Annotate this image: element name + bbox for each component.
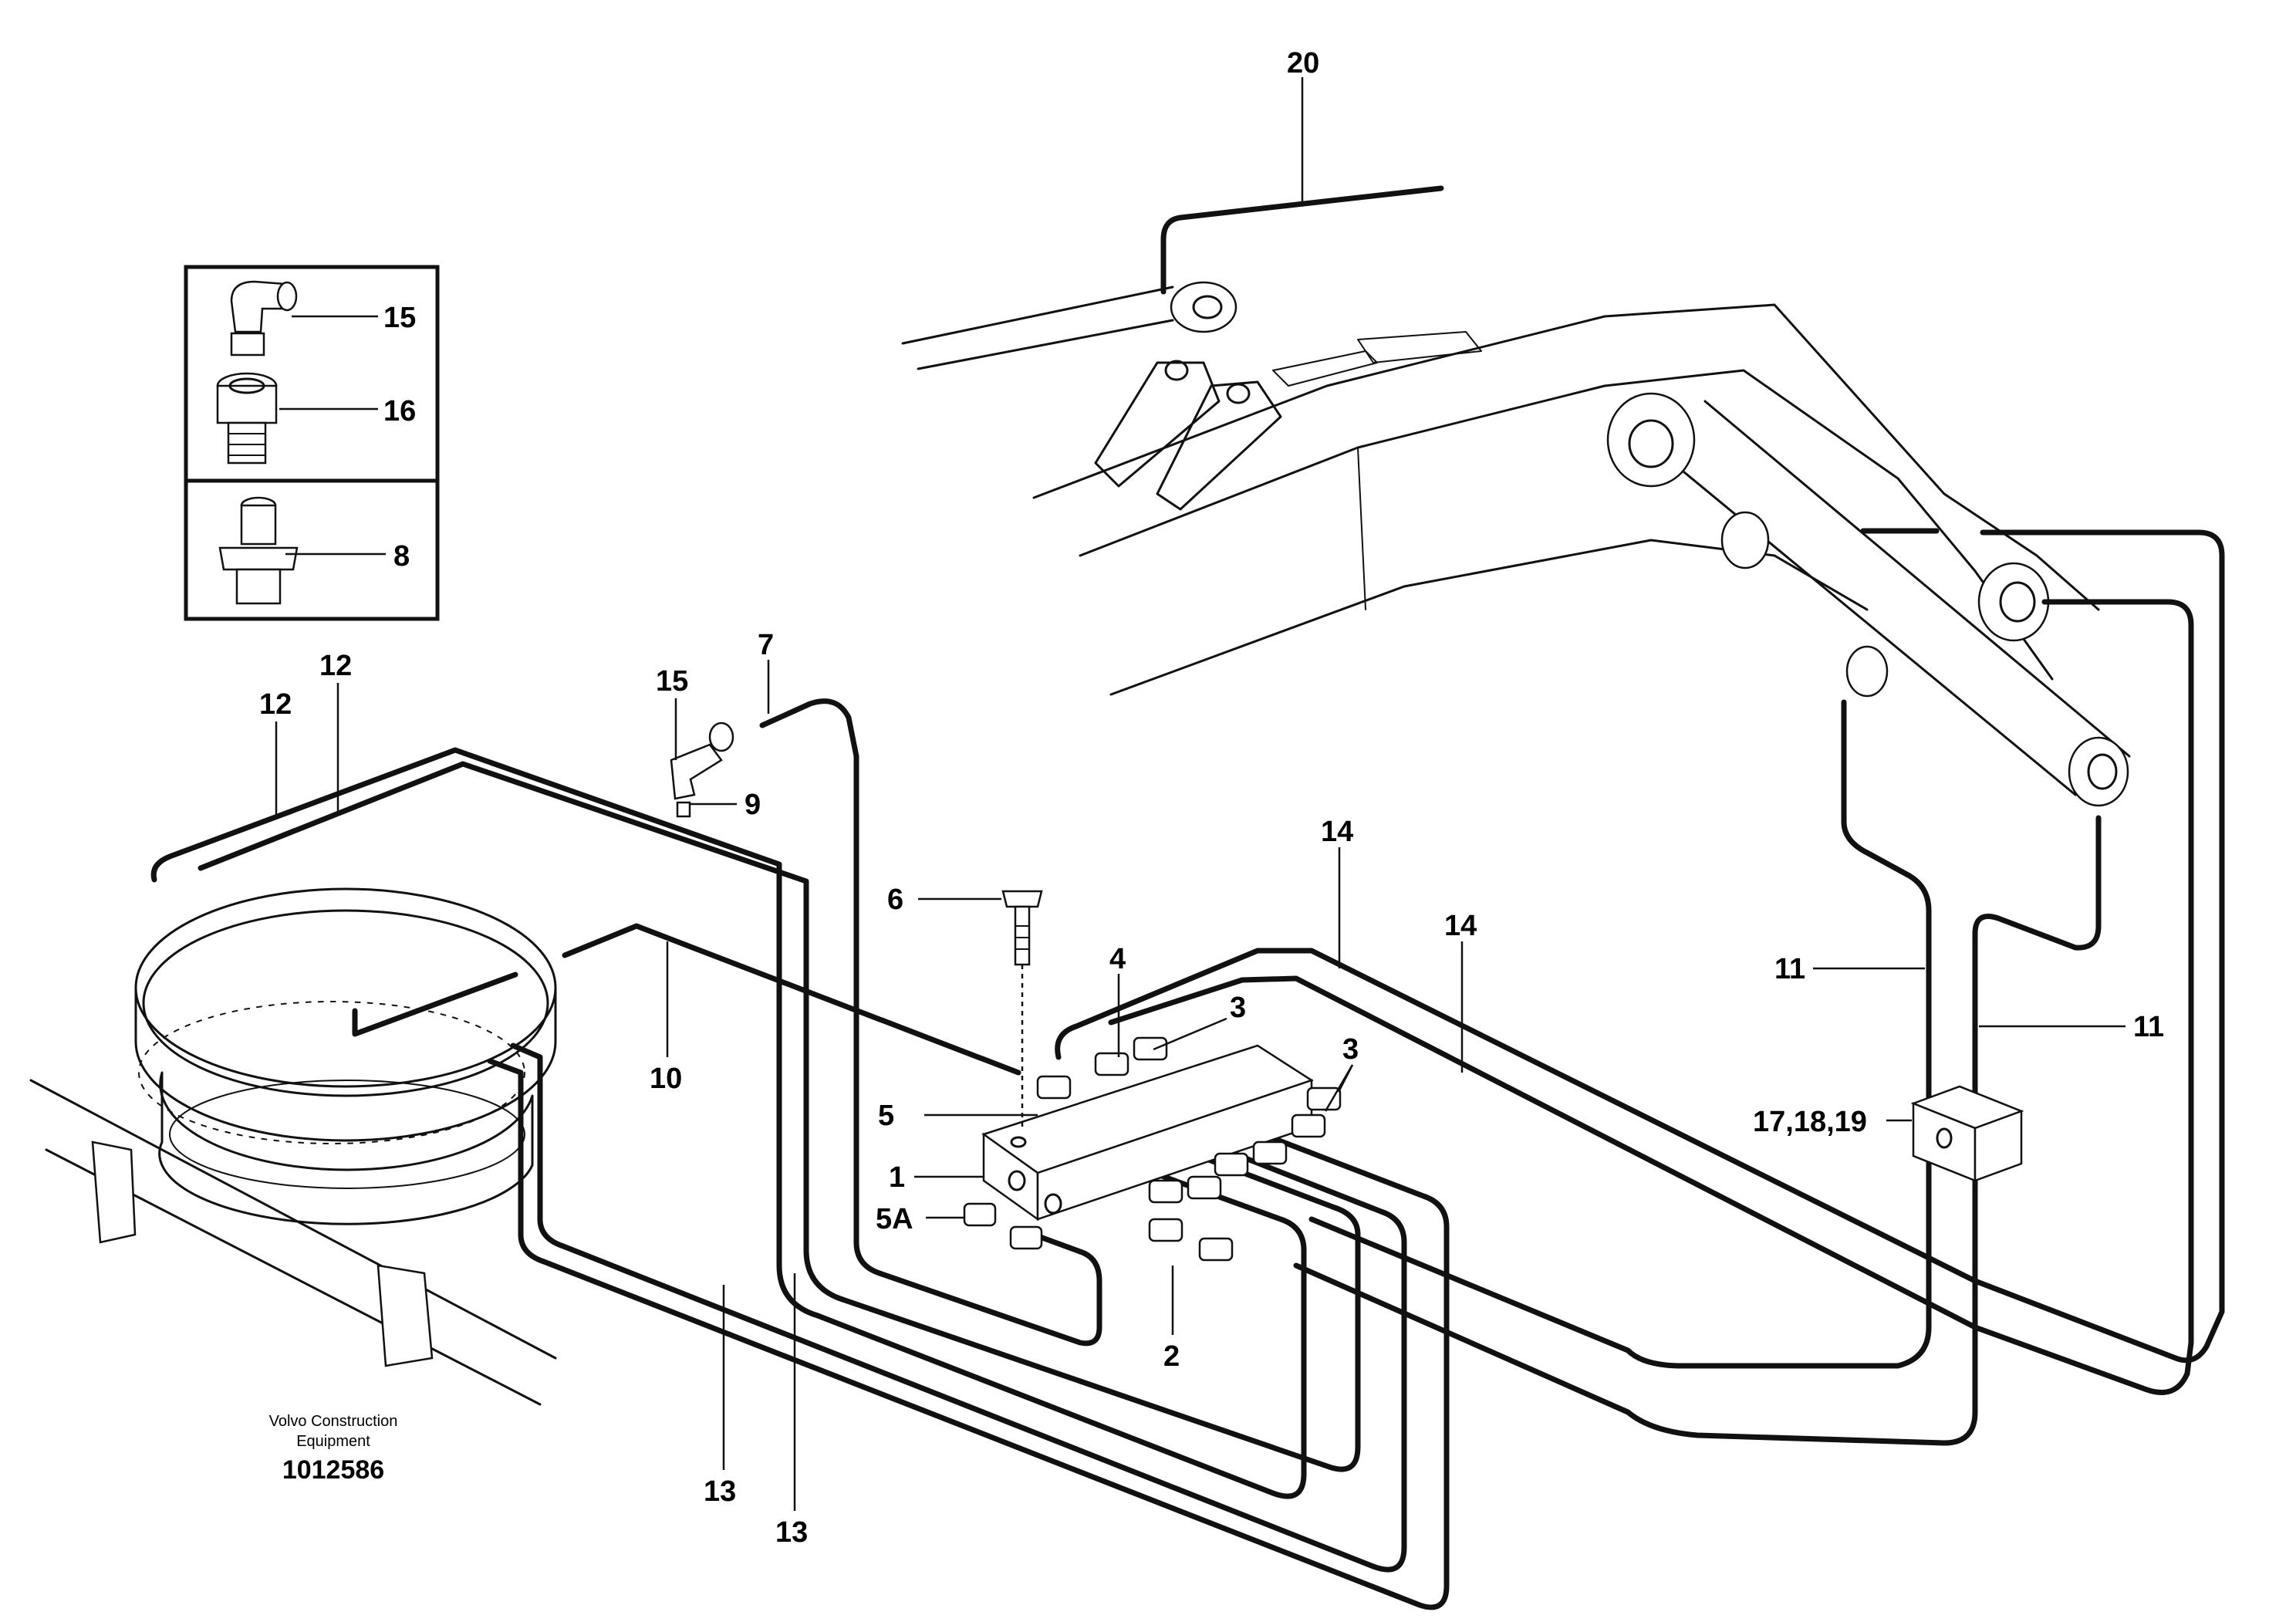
callout-6: 6	[887, 884, 903, 916]
callout-13-left: 13	[704, 1475, 736, 1508]
callout-3-lower: 3	[1342, 1033, 1359, 1066]
swing-ring-assembly	[29, 887, 557, 1406]
drawing-number: 1012586	[282, 1455, 384, 1485]
nut-fitting-icon	[216, 372, 278, 465]
callout-12-right: 12	[319, 650, 352, 682]
boom-assembly	[901, 281, 2131, 807]
callout-15-inset: 15	[383, 302, 416, 334]
callout-1: 1	[889, 1161, 905, 1194]
callout-2: 2	[1163, 1340, 1180, 1373]
adapter-fitting-icon	[218, 496, 299, 605]
leader-lines	[275, 77, 2125, 1511]
callout-11-left: 11	[1774, 953, 1805, 985]
hose-lines	[150, 185, 2225, 1610]
callout-5: 5	[878, 1100, 894, 1132]
callout-11-right: 11	[2133, 1011, 2164, 1043]
distribution-block	[981, 1044, 1314, 1222]
callout-9: 9	[745, 789, 761, 821]
callout-4: 4	[1109, 943, 1126, 975]
callout-5A: 5A	[876, 1203, 913, 1235]
company-name-line2: Equipment	[296, 1433, 370, 1450]
elbow-fitting-icon	[230, 280, 298, 357]
callout-3-upper: 3	[1230, 992, 1246, 1024]
callout-8: 8	[393, 540, 410, 573]
callout-15: 15	[656, 665, 688, 698]
callout-7: 7	[758, 629, 774, 661]
fitting-inset-box	[184, 265, 440, 621]
callout-12-left: 12	[259, 688, 292, 721]
company-name-line1: Volvo Construction	[269, 1413, 398, 1430]
callout-20: 20	[1287, 47, 1319, 79]
callout-16: 16	[383, 395, 416, 427]
hose-fittings	[670, 721, 2024, 1262]
callout-10: 10	[650, 1063, 682, 1095]
callout-14-right: 14	[1444, 910, 1477, 942]
callout-17-18-19: 17,18,19	[1753, 1106, 1867, 1138]
callout-labels: 20 15 16 8 12 12 7 15 9 6 14 14 4 3 3 10…	[259, 47, 2164, 1549]
callout-14-left: 14	[1321, 816, 1353, 848]
drawing-footer: Volvo Construction Equipment 1012586	[269, 1413, 398, 1485]
callout-13-right: 13	[775, 1516, 808, 1549]
